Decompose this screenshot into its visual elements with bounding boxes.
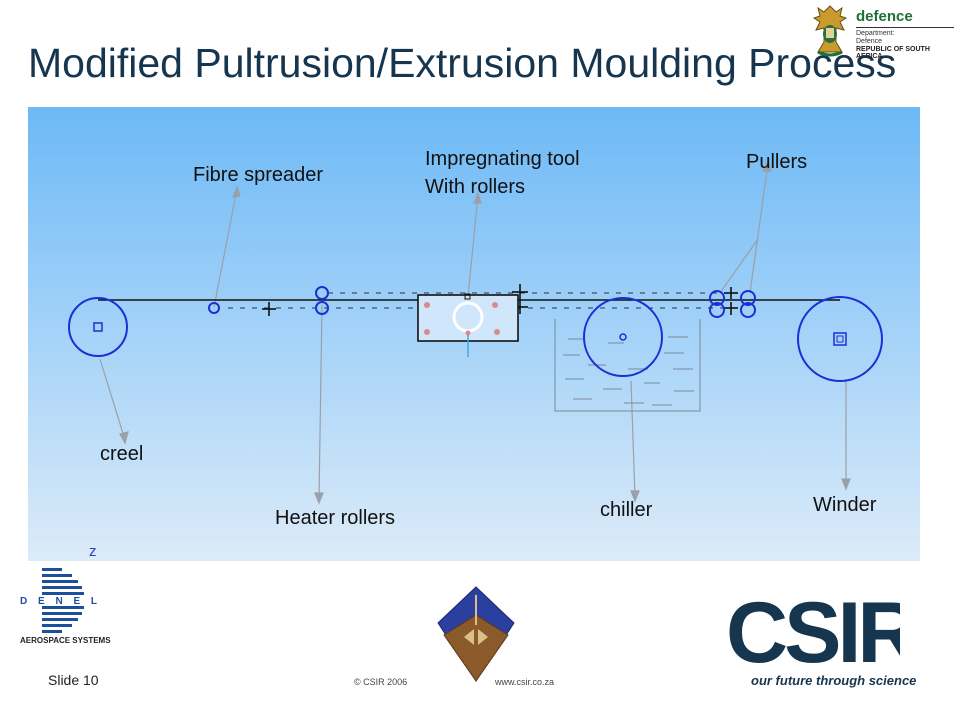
denel-subtitle: AEROSPACE SYSTEMS	[20, 636, 111, 645]
defence-department: Department: Defence	[856, 30, 895, 46]
creel-arrow-icon	[119, 431, 129, 445]
badge-emblem-icon	[437, 586, 515, 682]
csir-name: CSIR	[726, 585, 900, 670]
impregnating-arrow-icon	[473, 191, 482, 204]
label-creel: creel	[100, 443, 144, 465]
denel-emblem-icon: D E N E L	[20, 568, 101, 633]
defence-logo: defence Department: Defence REPUBLIC OF …	[806, 2, 958, 60]
label-pullers: Pullers	[746, 151, 808, 173]
denel-logo: D E N E L AEROSPACE SYSTEMS	[20, 566, 111, 656]
label-impregnating-line2: With rollers	[425, 176, 526, 198]
label-chiller: chiller	[600, 499, 653, 521]
fibre-spreader-leader	[213, 188, 238, 308]
slide-number: Slide 10	[48, 672, 99, 688]
defence-divider	[856, 27, 954, 28]
chiller-leader	[630, 380, 636, 498]
csir-tagline: our future through science	[751, 673, 917, 688]
heater-arrow-icon	[314, 492, 324, 505]
creel-leader	[99, 358, 126, 441]
chiller-bath	[554, 319, 701, 412]
csir-logo: CSIR our future through science	[722, 574, 922, 694]
heater-rollers	[315, 286, 329, 315]
defence-republic: REPUBLIC OF SOUTH AFRICA	[856, 46, 930, 60]
impregnating-leader	[467, 194, 479, 298]
defence-line1: Department:	[856, 30, 895, 37]
fibre-spreader-roller	[208, 302, 220, 314]
leader-lines	[99, 159, 851, 505]
puller-leader-1	[719, 238, 759, 294]
axis-z-label: z	[89, 543, 97, 560]
puller-rollers	[709, 290, 756, 318]
denel-letters: D E N E L	[20, 596, 101, 607]
coat-of-arms-icon	[812, 5, 848, 57]
chiller-arrow-icon	[630, 490, 640, 503]
center-badge	[434, 585, 518, 683]
csir-wordmark-icon: CSIR	[726, 585, 922, 681]
defence-name: defence	[856, 8, 913, 25]
label-heater-rollers: Heater rollers	[275, 507, 396, 529]
defence-line2: Defence	[856, 38, 883, 45]
footer-url[interactable]: www.csir.co.za	[495, 677, 555, 687]
process-diagram: Fibre spreader Impregnating tool With ro…	[28, 107, 920, 561]
chiller-tank	[554, 319, 701, 412]
label-impregnating-tool: Impregnating tool With rollers	[425, 145, 580, 201]
creel-roller	[68, 297, 128, 357]
label-impregnating-line1: Impregnating tool	[425, 148, 580, 170]
label-fibre-spreader: Fibre spreader	[193, 164, 324, 186]
label-winder: Winder	[813, 494, 877, 516]
slide-title: Modified Pultrusion/Extrusion Moulding P…	[28, 40, 897, 86]
winder-roller	[797, 296, 883, 382]
impregnating-tool	[417, 293, 519, 357]
fibre-spreader-arrow-icon	[232, 185, 241, 198]
puller-arrow-icon	[762, 159, 772, 172]
chiller-roller	[583, 297, 663, 377]
heater-leader	[318, 304, 323, 500]
winder-arrow-icon	[841, 478, 851, 491]
puller-leader-2	[749, 162, 769, 294]
process-schematic	[68, 159, 883, 505]
footer-copyright: © CSIR 2006	[354, 677, 408, 687]
cross-marks	[262, 284, 738, 316]
